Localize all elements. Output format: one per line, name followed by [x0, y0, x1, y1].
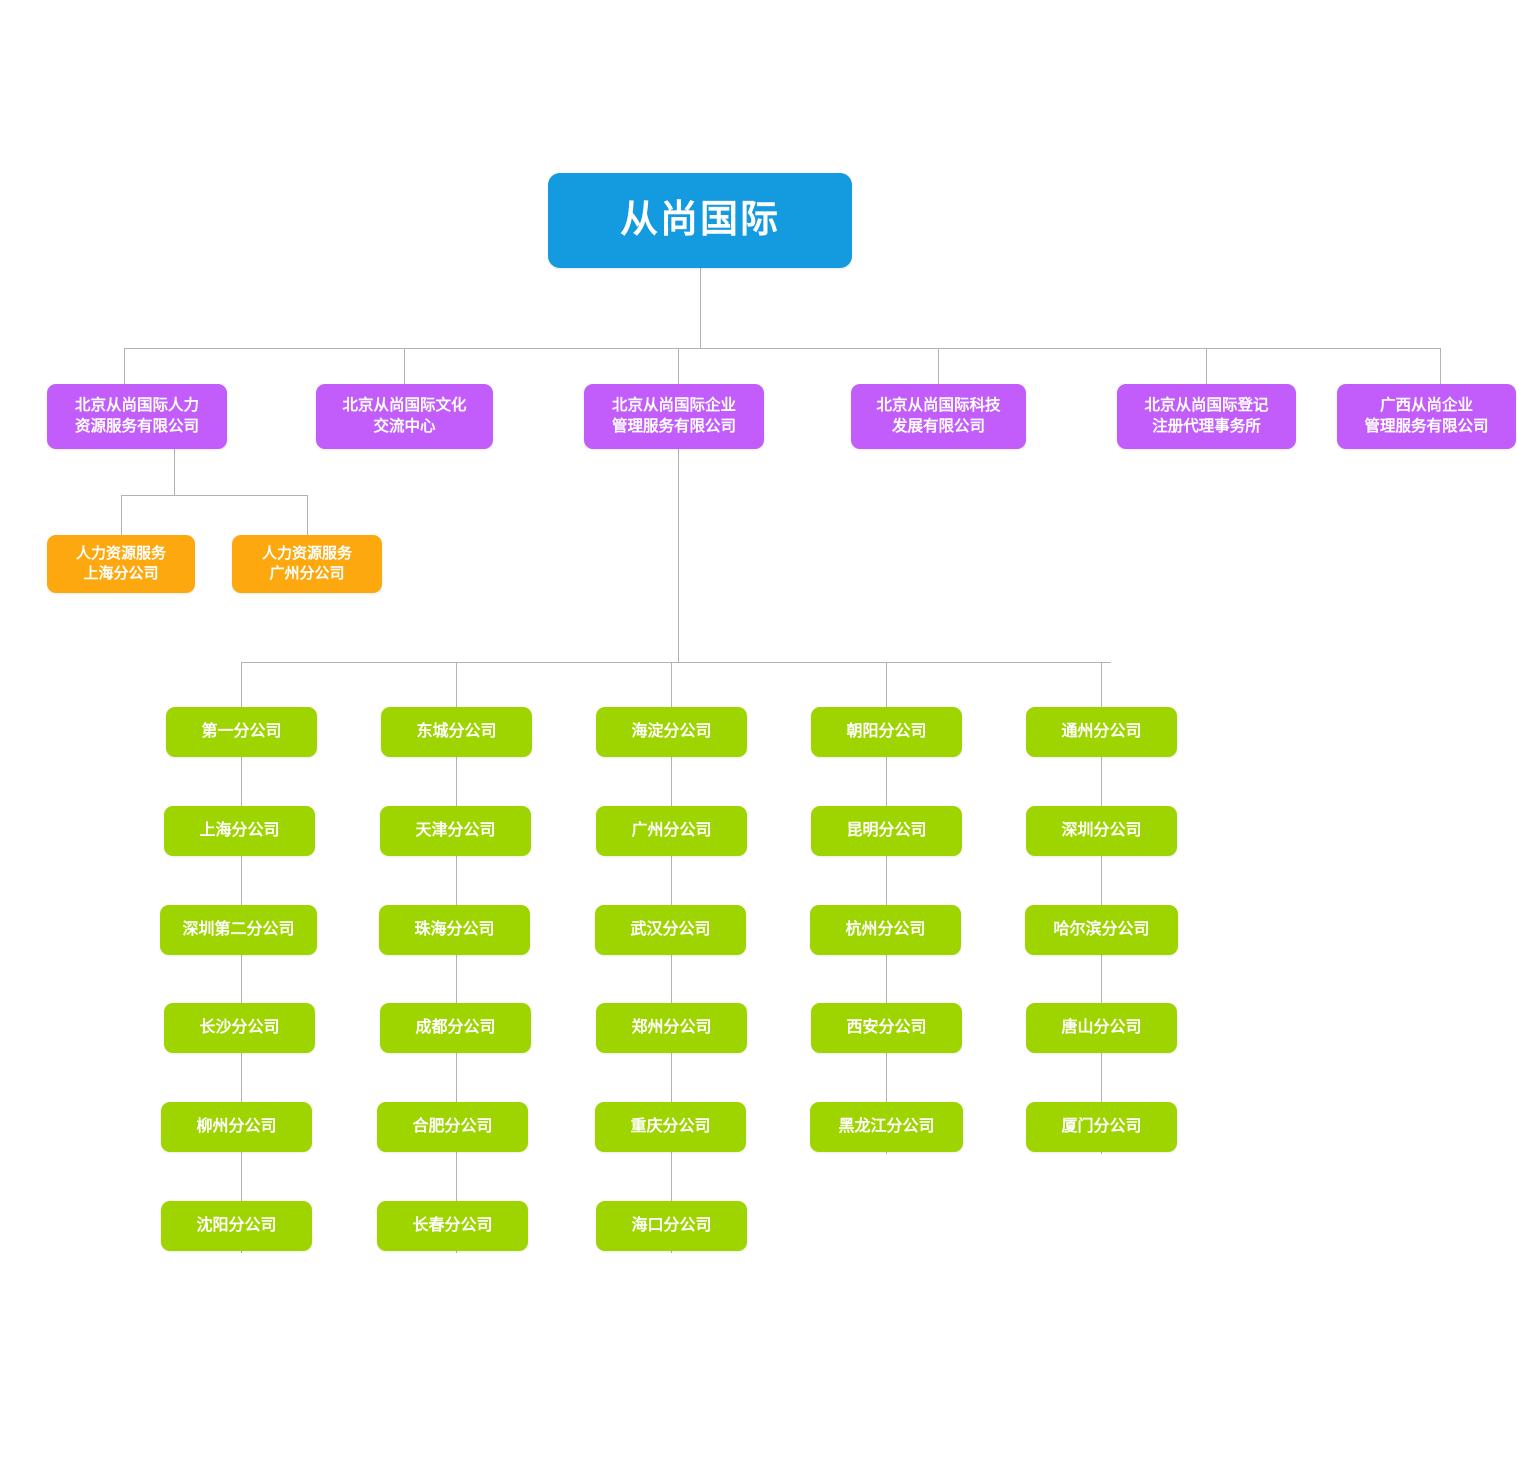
connector-division-stem-3: [678, 348, 679, 384]
connector-hr-child-stem-1: [121, 495, 122, 535]
org-node-branch[interactable]: 第一分公司: [166, 707, 317, 757]
connector-division-stem-2: [404, 348, 405, 384]
connector-division-stem-4: [938, 348, 939, 384]
connector-branch-bar: [241, 662, 1111, 663]
org-node-branch[interactable]: 通州分公司: [1026, 707, 1177, 757]
org-node-branch[interactable]: 朝阳分公司: [811, 707, 962, 757]
org-node-branch[interactable]: 东城分公司: [381, 707, 532, 757]
org-node-branch[interactable]: 广州分公司: [596, 806, 747, 856]
connector-division-stem-1: [124, 348, 125, 384]
connector-branch-spine-1: [241, 662, 242, 1253]
org-node-branch[interactable]: 海口分公司: [596, 1201, 747, 1251]
org-node-division-enterprise[interactable]: 北京从尚国际企业 管理服务有限公司: [584, 384, 764, 449]
org-node-hr-branch-guangzhou[interactable]: 人力资源服务 广州分公司: [232, 535, 382, 593]
org-node-branch[interactable]: 哈尔滨分公司: [1025, 905, 1178, 955]
org-node-branch[interactable]: 长春分公司: [377, 1201, 528, 1251]
connector-branch-spine-3: [671, 662, 672, 1253]
connector-branch-spine-2: [456, 662, 457, 1253]
org-node-branch[interactable]: 合肥分公司: [377, 1102, 528, 1152]
connector-hr-child-stem-2: [307, 495, 308, 535]
org-node-hr-branch-shanghai[interactable]: 人力资源服务 上海分公司: [47, 535, 195, 593]
org-node-branch[interactable]: 昆明分公司: [811, 806, 962, 856]
org-node-branch[interactable]: 重庆分公司: [595, 1102, 746, 1152]
connector-root-stem: [700, 268, 701, 348]
org-node-division-hr[interactable]: 北京从尚国际人力 资源服务有限公司: [47, 384, 227, 449]
org-node-branch[interactable]: 天津分公司: [380, 806, 531, 856]
org-node-branch[interactable]: 沈阳分公司: [161, 1201, 312, 1251]
org-node-branch[interactable]: 深圳第二分公司: [160, 905, 317, 955]
org-node-branch[interactable]: 黑龙江分公司: [810, 1102, 963, 1152]
org-node-branch[interactable]: 唐山分公司: [1026, 1003, 1177, 1053]
org-node-branch[interactable]: 海淀分公司: [596, 707, 747, 757]
org-node-division-culture[interactable]: 北京从尚国际文化 交流中心: [316, 384, 493, 449]
org-node-division-registration[interactable]: 北京从尚国际登记 注册代理事务所: [1117, 384, 1296, 449]
org-node-branch[interactable]: 深圳分公司: [1026, 806, 1177, 856]
org-node-branch[interactable]: 上海分公司: [164, 806, 315, 856]
org-node-division-guangxi[interactable]: 广西从尚企业 管理服务有限公司: [1337, 384, 1516, 449]
org-node-division-technology[interactable]: 北京从尚国际科技 发展有限公司: [851, 384, 1026, 449]
connector-enterprise-stem: [678, 449, 679, 662]
org-node-root[interactable]: 从尚国际: [548, 173, 852, 268]
org-node-branch[interactable]: 长沙分公司: [164, 1003, 315, 1053]
org-node-branch[interactable]: 厦门分公司: [1026, 1102, 1177, 1152]
connector-division-stem-5: [1206, 348, 1207, 384]
org-node-branch[interactable]: 杭州分公司: [810, 905, 961, 955]
org-node-branch[interactable]: 珠海分公司: [379, 905, 530, 955]
org-node-branch[interactable]: 郑州分公司: [596, 1003, 747, 1053]
org-node-branch[interactable]: 西安分公司: [811, 1003, 962, 1053]
connector-hr-bar: [121, 495, 307, 496]
org-node-branch[interactable]: 柳州分公司: [161, 1102, 312, 1152]
org-node-branch[interactable]: 武汉分公司: [595, 905, 746, 955]
connector-division-bar: [124, 348, 1441, 349]
org-node-branch[interactable]: 成都分公司: [380, 1003, 531, 1053]
connector-division-stem-6: [1440, 348, 1441, 384]
connector-hr-stem: [174, 449, 175, 495]
